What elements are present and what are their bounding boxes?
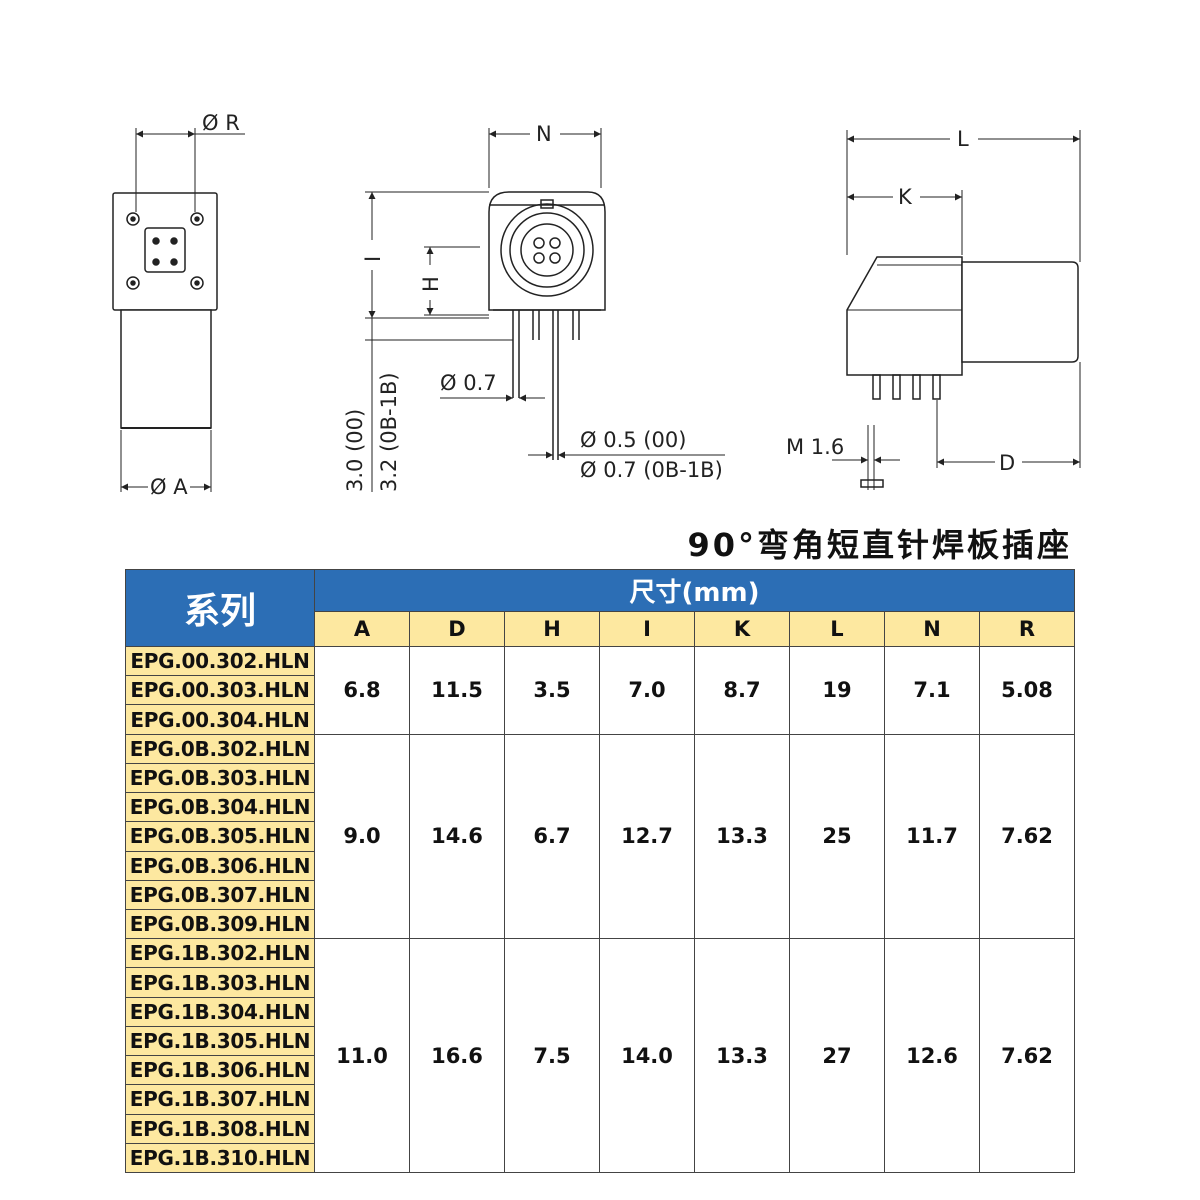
front-view: [112, 128, 245, 492]
table-row: EPG.1B.303.HLN: [125, 967, 1075, 998]
value-cell-h: 7.5: [504, 938, 600, 1173]
value-cell-n: 11.7: [884, 733, 980, 940]
model-cell: EPG.00.302.HLN: [125, 645, 315, 677]
model-cell: EPG.0B.306.HLN: [125, 850, 315, 881]
table-row: EPG.0B.309.HLN: [125, 908, 1075, 940]
value-cell-i: 7.0: [599, 646, 695, 735]
model-cell: EPG.1B.308.HLN: [125, 1113, 315, 1144]
model-cell: EPG.1B.302.HLN: [125, 938, 315, 969]
value-cell-l: 25: [789, 733, 885, 940]
label-phi-r: Ø R: [202, 111, 240, 135]
table-row: EPG.1B.308.HLN: [125, 1113, 1075, 1144]
table-row: EPG.0B.306.HLN: [125, 850, 1075, 881]
value-cell-r: 5.08: [979, 646, 1075, 735]
model-cell: EPG.00.304.HLN: [125, 704, 315, 735]
side-view: [365, 128, 725, 492]
value-cell-a: 11.0: [314, 938, 410, 1173]
label-pin-diameter: Ø 0.7: [440, 371, 497, 395]
value-cell-d: 16.6: [409, 938, 505, 1173]
column-header-h: H: [504, 611, 600, 647]
model-cell: EPG.1B.307.HLN: [125, 1084, 315, 1115]
model-cell: EPG.0B.302.HLN: [125, 733, 315, 764]
value-cell-h: 6.7: [504, 733, 600, 940]
label-n: N: [536, 122, 552, 146]
label-h: H: [419, 276, 443, 292]
label-l: L: [957, 127, 969, 151]
header-row: 系列 尺寸(mm): [125, 569, 1075, 647]
label-d: D: [999, 451, 1015, 475]
top-view: [832, 130, 1081, 490]
value-cell-r: 7.62: [979, 938, 1075, 1173]
model-cell: EPG.0B.304.HLN: [125, 792, 315, 823]
table-row: EPG.1B.307.HLN: [125, 1084, 1075, 1115]
value-cell-d: 11.5: [409, 646, 505, 735]
column-header-n: N: [884, 611, 980, 647]
model-cell: EPG.1B.303.HLN: [125, 967, 315, 998]
label-i: I: [361, 256, 385, 262]
value-cell-k: 8.7: [694, 646, 790, 735]
model-cell: EPG.1B.310.HLN: [125, 1142, 315, 1174]
value-cell-h: 3.5: [504, 646, 600, 735]
table-row: EPG.1B.310.HLN: [125, 1142, 1075, 1174]
series-header: 系列: [125, 569, 315, 647]
value-cell-r: 7.62: [979, 733, 1075, 940]
table-row: EPG.1B.305.HLN: [125, 1025, 1075, 1057]
label-pin-length-0b1b: 3.2 (0B-1B): [377, 372, 401, 492]
table-row: EPG.0B.304.HLN: [125, 792, 1075, 823]
label-m: M 1.6: [786, 435, 844, 459]
column-header-d: D: [409, 611, 505, 647]
value-cell-l: 19: [789, 646, 885, 735]
model-cell: EPG.00.303.HLN: [125, 675, 315, 706]
label-phi-a: Ø A: [150, 475, 188, 499]
value-cell-a: 6.8: [314, 646, 410, 735]
model-cell: EPG.0B.307.HLN: [125, 879, 315, 910]
value-cell-i: 14.0: [599, 938, 695, 1173]
model-cell: EPG.1B.304.HLN: [125, 996, 315, 1027]
column-header-a: A: [314, 611, 410, 647]
label-tip-00: Ø 0.5 (00): [580, 428, 686, 452]
column-header-l: L: [789, 611, 885, 647]
technical-drawings: Ø R Ø A: [112, 111, 1081, 499]
model-cell: EPG.1B.305.HLN: [125, 1025, 315, 1057]
table-row: EPG.1B.304.HLN: [125, 996, 1075, 1027]
column-header-r: R: [979, 611, 1075, 647]
model-cell: EPG.1B.306.HLN: [125, 1055, 315, 1086]
value-cell-k: 13.3: [694, 938, 790, 1173]
value-cell-l: 27: [789, 938, 885, 1173]
table-row: EPG.0B.307.HLN: [125, 879, 1075, 910]
table-row: EPG.1B.306.HLN: [125, 1055, 1075, 1086]
column-header-i: I: [599, 611, 695, 647]
label-k: K: [898, 185, 913, 209]
value-cell-n: 12.6: [884, 938, 980, 1173]
dimension-header: 尺寸(mm): [314, 569, 1075, 612]
label-tip-0b1b: Ø 0.7 (0B-1B): [580, 458, 723, 482]
model-cell: EPG.0B.303.HLN: [125, 762, 315, 794]
product-caption: 90°弯角短直针焊板插座: [687, 526, 1072, 564]
label-pin-length-00: 3.0 (00): [343, 409, 367, 492]
value-cell-n: 7.1: [884, 646, 980, 735]
column-header-k: K: [694, 611, 790, 647]
value-cell-a: 9.0: [314, 733, 410, 940]
table-row: EPG.00.304.HLN: [125, 704, 1075, 735]
value-cell-d: 14.6: [409, 733, 505, 940]
value-cell-k: 13.3: [694, 733, 790, 940]
model-cell: EPG.0B.309.HLN: [125, 908, 315, 940]
model-cell: EPG.0B.305.HLN: [125, 821, 315, 852]
value-cell-i: 12.7: [599, 733, 695, 940]
